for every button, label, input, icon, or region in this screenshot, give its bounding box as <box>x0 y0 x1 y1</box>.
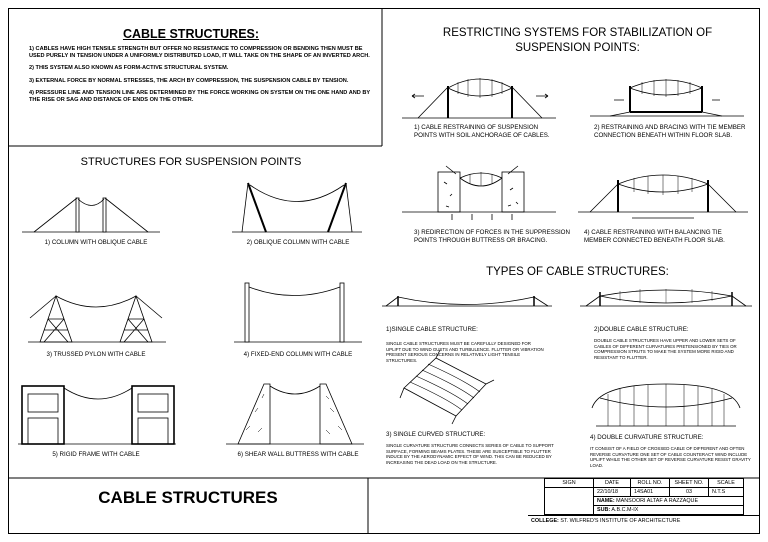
single-cable-heading: 1)SINGLE CABLE STRUCTURE: <box>386 326 478 333</box>
caption-restricting-3-line2: POINTS THROUGH BUTTRESS OR BRACING. <box>414 237 548 244</box>
restricting-title-line1: RESTRICTING SYSTEMS FOR STABILIZATION OF <box>442 27 713 39</box>
restricting-title-line2: SUSPENSION POINTS: <box>515 42 640 54</box>
rigid-frame-drawing <box>18 385 176 445</box>
value-date: 22/10/18 <box>593 487 631 497</box>
caption-restricting-4-line2: MEMBER CONNECTED BENEATH FLOOR SLAB. <box>584 237 725 244</box>
caption-column-oblique: 1) COLUMN WITH OBLIQUE CABLE <box>44 239 148 246</box>
double-curvature-drawing <box>591 383 741 427</box>
college-label: COLLEGE: <box>531 518 559 524</box>
intro-point-1: 1) CABLES HAVE HIGH TENSILE STRENGTH BUT… <box>29 46 370 59</box>
fixed-end-column-drawing <box>234 282 362 343</box>
value-scale: N.T.S <box>708 487 744 497</box>
single-curved-text: SINGLE CURVATURE STRUCTURE CONNECTS SERI… <box>386 443 554 465</box>
title-block: SIGN DATE ROLL NO. SHEET NO. SCALE 22/10… <box>544 478 744 515</box>
column-oblique-cable-drawing <box>22 197 160 233</box>
header-sheet: SHEET NO. <box>669 478 709 488</box>
sheet-title: CABLE STRUCTURES <box>98 488 278 507</box>
intro-point-2: 2) THIS SYSTEM ALSO KNOWN AS FORM-ACTIVE… <box>29 65 229 72</box>
balancing-tie-drawing <box>578 174 748 219</box>
intro-title: CABLE STRUCTURES: <box>122 27 260 41</box>
name-label: NAME: <box>597 498 615 504</box>
oblique-column-drawing <box>232 182 362 233</box>
caption-restricting-2-line1: 2) RESTRAINING AND BRACING WITH TIE MEMB… <box>594 124 746 131</box>
double-curvature-heading: 4) DOUBLE CURVATURE STRUCTURE: <box>590 434 704 441</box>
double-cable-heading: 2)DOUBLE CABLE STRUCTURE: <box>594 326 689 333</box>
caption-restricting-1-line1: 1) CABLE RESTRAINING OF SUSPENSION <box>414 124 539 131</box>
caption-restricting-3-line1: 3) REDIRECTION OF FORCES IN THE SUPPRESS… <box>414 229 570 236</box>
shear-wall-buttress-drawing <box>226 383 364 445</box>
caption-restricting-2: 2) RESTRAINING AND BRACING WITH TIE MEMB… <box>594 124 746 140</box>
tie-member-bracing-drawing <box>590 79 744 117</box>
caption-shear-wall: 6) SHEAR WALL BUTTRESS WITH CABLE <box>237 451 359 458</box>
intro-point-3: 3) EXTERNAL FORCE BY NORMAL STRESSES, TH… <box>29 77 349 84</box>
caption-restricting-4-line1: 4) CABLE RESTRAINING WITH BALANCING TIE <box>584 229 722 236</box>
caption-trussed-pylon: 3) TRUSSED PYLON WITH CABLE <box>46 351 146 358</box>
name-value: MANSOORI ALTAF A RAZZAQUE <box>616 498 699 504</box>
college-value: ST. WILFRED'S INSTITUTE OF ARCHITECTURE <box>560 518 681 524</box>
restricting-title: RESTRICTING SYSTEMS FOR STABILIZATION OF… <box>395 26 760 56</box>
sub-label: SUB: <box>597 507 611 513</box>
intro-notes: 1) CABLES HAVE HIGH TENSILE STRENGTH BUT… <box>29 46 371 110</box>
header-sign: SIGN <box>544 478 594 488</box>
sub-cell: SUB: A.B.C.M-IX <box>593 505 744 515</box>
caption-restricting-2-line2: CONNECTION BENEATH WITHIN FLOOR SLAB. <box>594 132 733 139</box>
double-cable-drawing <box>580 289 752 307</box>
soil-anchorage-drawing <box>402 78 556 119</box>
single-curved-drawing <box>399 349 495 425</box>
header-date: DATE <box>593 478 631 488</box>
caption-restricting-1-line2: POINTS WITH SOIL ANCHORAGE OF CABLES. <box>414 132 550 139</box>
sign-cell <box>544 487 594 515</box>
value-roll: 14SA01 <box>630 487 670 497</box>
college-row: COLLEGE: ST. WILFRED'S INSTITUTE OF ARCH… <box>528 515 760 525</box>
caption-restricting-4: 4) CABLE RESTRAINING WITH BALANCING TIE … <box>584 229 725 245</box>
single-curved-heading: 3) SINGLE CURVED STRUCTURE: <box>386 431 486 438</box>
drawing-sheet <box>8 8 760 534</box>
header-roll: ROLL NO. <box>630 478 670 488</box>
name-cell: NAME: MANSOORI ALTAF A RAZZAQUE <box>593 496 744 506</box>
single-cable-drawing <box>382 296 552 307</box>
value-sheet: 03 <box>669 487 709 497</box>
caption-rigid-frame: 5) RIGID FRAME WITH CABLE <box>52 451 140 458</box>
double-cable-text: DOUBLE CABLE STRUCTURES HAVE UPPER AND L… <box>594 338 737 360</box>
header-scale: SCALE <box>708 478 744 488</box>
intro-point-4: 4) PRESSURE LINE AND TENSION LINE ARE DE… <box>29 90 371 103</box>
single-cable-text: SINGLE CABLE STRUCTURES MUST BE CAREFULL… <box>386 341 544 363</box>
trussed-pylon-drawing <box>28 294 166 343</box>
buttress-redirection-drawing <box>402 165 556 220</box>
caption-fixed-end-column: 4) FIXED-END COLUMN WITH CABLE <box>243 351 353 358</box>
sub-value: A.B.C.M-IX <box>611 507 639 513</box>
caption-restricting-1: 1) CABLE RESTRAINING OF SUSPENSION POINT… <box>414 124 550 140</box>
types-title: TYPES OF CABLE STRUCTURES: <box>486 266 669 278</box>
double-curvature-text: IT CONSIST OF A FIELD OF CROSSED CABLE O… <box>590 446 751 468</box>
caption-oblique-column: 2) OBLIQUE COLUMN WITH CABLE <box>246 239 350 246</box>
caption-restricting-3: 3) REDIRECTION OF FORCES IN THE SUPPRESS… <box>414 229 570 245</box>
suspension-title: STRUCTURES FOR SUSPENSION POINTS <box>80 156 302 168</box>
